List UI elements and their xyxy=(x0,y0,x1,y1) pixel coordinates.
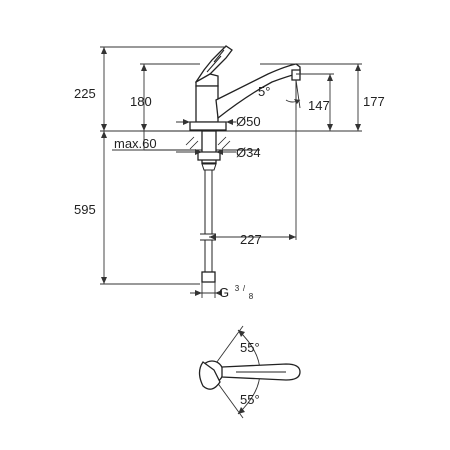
top-view-lever xyxy=(198,361,221,390)
label-swivel-bottom: 55° xyxy=(240,392,260,407)
faucet-top-view xyxy=(198,325,301,419)
label-aerator-height: 147 xyxy=(308,98,330,113)
cartridge-cap xyxy=(195,73,219,87)
label-overall-height: 225 xyxy=(74,86,96,101)
label-reach: 227 xyxy=(240,232,262,247)
base-rosette xyxy=(189,121,227,131)
label-outlet-height: 177 xyxy=(363,94,385,109)
lever-handle-detail xyxy=(206,49,225,73)
swivel-labels: 55° 55° xyxy=(240,340,260,407)
label-thread: G 3 / 8 xyxy=(219,279,254,301)
label-thread-slash: / xyxy=(243,284,246,293)
mounting-nut xyxy=(197,151,221,161)
aerator xyxy=(291,69,301,81)
dim-line-tilt xyxy=(295,79,301,109)
label-thread-num: 3 xyxy=(235,284,240,293)
faucet-side-view xyxy=(140,45,301,283)
label-spout-height: 180 xyxy=(130,94,152,109)
dimension-labels: 225 180 595 max.60 177 147 5° Ø50 Ø34 22… xyxy=(74,84,385,301)
label-base-diameter: Ø50 xyxy=(236,114,261,129)
shank-thread xyxy=(201,163,217,171)
label-thread-den: 8 xyxy=(249,292,254,301)
dimension-lines xyxy=(100,46,362,298)
label-hole-diameter: Ø34 xyxy=(236,145,261,160)
counter-hatch xyxy=(185,136,231,150)
label-tilt-angle: 5° xyxy=(258,84,270,99)
label-swivel-top: 55° xyxy=(240,340,260,355)
swivel-line-top xyxy=(213,325,244,367)
label-thread-prefix: G xyxy=(219,285,229,300)
hose-connector xyxy=(201,271,216,283)
label-below-counter: 595 xyxy=(74,202,96,217)
label-max-counter: max.60 xyxy=(114,136,157,151)
faucet-body xyxy=(195,85,219,123)
